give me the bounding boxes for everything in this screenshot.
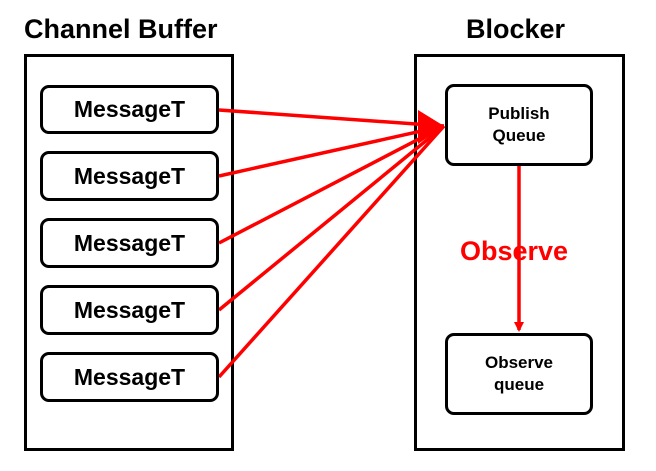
message-node-3: MessageT bbox=[40, 218, 219, 268]
publish-queue-line2: Queue bbox=[492, 126, 546, 145]
message-node-4: MessageT bbox=[40, 285, 219, 335]
message-node-label: MessageT bbox=[73, 363, 186, 390]
blocker-title: Blocker bbox=[466, 14, 566, 44]
edge-message-2-to-publish-queue bbox=[218, 124, 445, 178]
publish-queue-line1: Publish bbox=[488, 104, 550, 123]
edge-message-3-to-publish-queue bbox=[218, 124, 445, 245]
publish-queue-arrowhead bbox=[418, 110, 444, 144]
publish-queue-node: Publish Queue bbox=[445, 84, 593, 166]
message-node-label: MessageT bbox=[73, 162, 186, 189]
message-node-label: MessageT bbox=[73, 229, 186, 256]
edge-message-4-to-publish-queue bbox=[217, 124, 446, 312]
observe-queue-line2: queue bbox=[493, 375, 545, 394]
observe-queue-line1: Observe bbox=[484, 353, 554, 372]
message-node-5: MessageT bbox=[40, 352, 219, 402]
message-node-1: MessageT bbox=[40, 85, 219, 134]
edge-message-5-to-publish-queue bbox=[217, 124, 446, 379]
observe-queue-node: Observe queue bbox=[445, 333, 593, 415]
edge-message-1-to-publish-queue bbox=[218, 108, 445, 128]
message-node-2: MessageT bbox=[40, 151, 219, 201]
channel-buffer-title: Channel Buffer bbox=[24, 14, 218, 44]
message-node-label: MessageT bbox=[73, 296, 186, 323]
observe-edge-label: Observe bbox=[460, 236, 569, 266]
message-node-label: MessageT bbox=[73, 96, 186, 122]
